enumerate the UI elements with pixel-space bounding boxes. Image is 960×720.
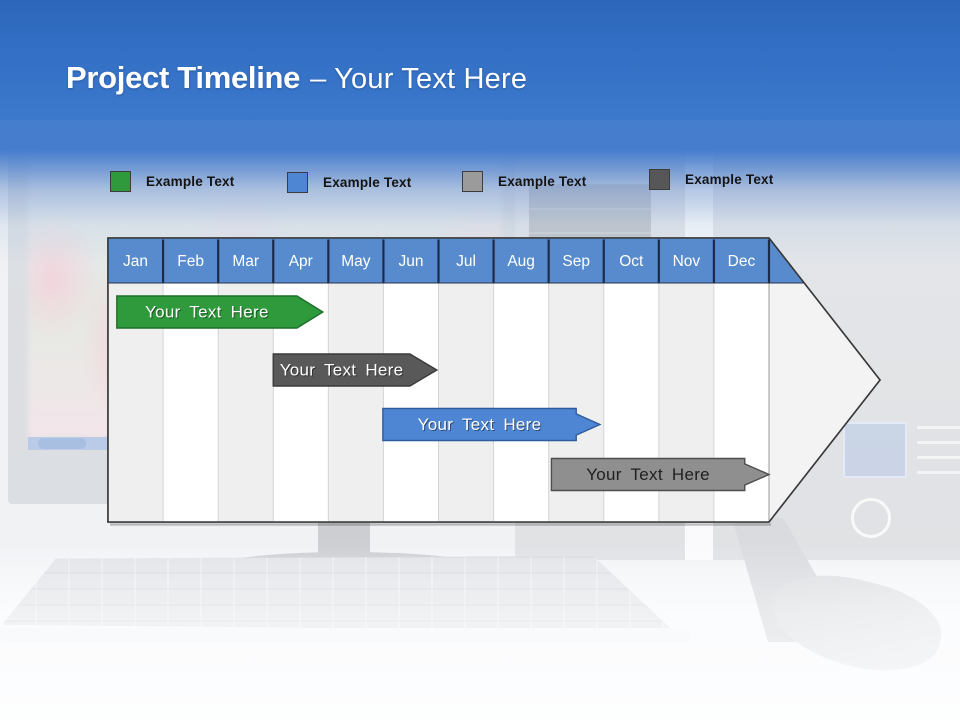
slide-title: Project Timeline – Your Text Here (66, 60, 527, 96)
legend-label: Example Text (323, 175, 412, 190)
timeline-bar (116, 295, 325, 329)
month-label: May (341, 253, 371, 270)
legend-item: Example Text (287, 172, 411, 193)
timeline-bar-label: Your Text Here (586, 465, 710, 484)
legend-swatch-blue (287, 172, 308, 193)
month-label: Dec (728, 253, 756, 270)
month-label: Aug (507, 253, 535, 270)
month-label: Sep (562, 253, 590, 270)
month-column (438, 283, 494, 522)
legend-item: Example Text (110, 171, 234, 192)
month-label: Jun (398, 253, 423, 270)
slide-title-main: Project Timeline (66, 60, 301, 95)
legend-swatch-green (110, 171, 131, 192)
timeline-arrow-outline (107, 237, 882, 523)
month-label: Apr (289, 253, 313, 270)
month-label: Jul (456, 253, 476, 270)
legend-swatch-gray (462, 171, 483, 192)
timeline-bar-label-shadow: Your Text Here (419, 416, 543, 435)
legend-label: Example Text (498, 174, 587, 189)
month-label: Mar (232, 253, 259, 270)
legend-item: Example Text (649, 169, 773, 190)
timeline-bar-label: Your Text Here (145, 303, 269, 322)
timeline-bar-label-shadow: Your Text Here (281, 362, 405, 381)
legend-label: Example Text (685, 172, 774, 187)
legend-swatch-dark-gray (649, 169, 670, 190)
month-label: Jan (123, 253, 148, 270)
month-column (493, 283, 549, 522)
timeline-bar-label-shadow: Your Text Here (146, 304, 270, 323)
month-label: Feb (177, 253, 204, 270)
month-label: Nov (673, 253, 701, 270)
month-column (328, 283, 384, 522)
timeline-bar (382, 407, 602, 442)
slide-title-suffix: – Your Text Here (310, 63, 528, 95)
timeline-bar (272, 353, 439, 387)
legend-label: Example Text (146, 174, 235, 189)
month-label: Oct (619, 253, 644, 270)
timeline-bar (550, 457, 771, 492)
timeline-bar-label: Your Text Here (280, 361, 404, 380)
legend-item: Example Text (462, 171, 586, 192)
timeline-bar-label: Your Text Here (418, 415, 542, 434)
month-column (383, 283, 439, 522)
